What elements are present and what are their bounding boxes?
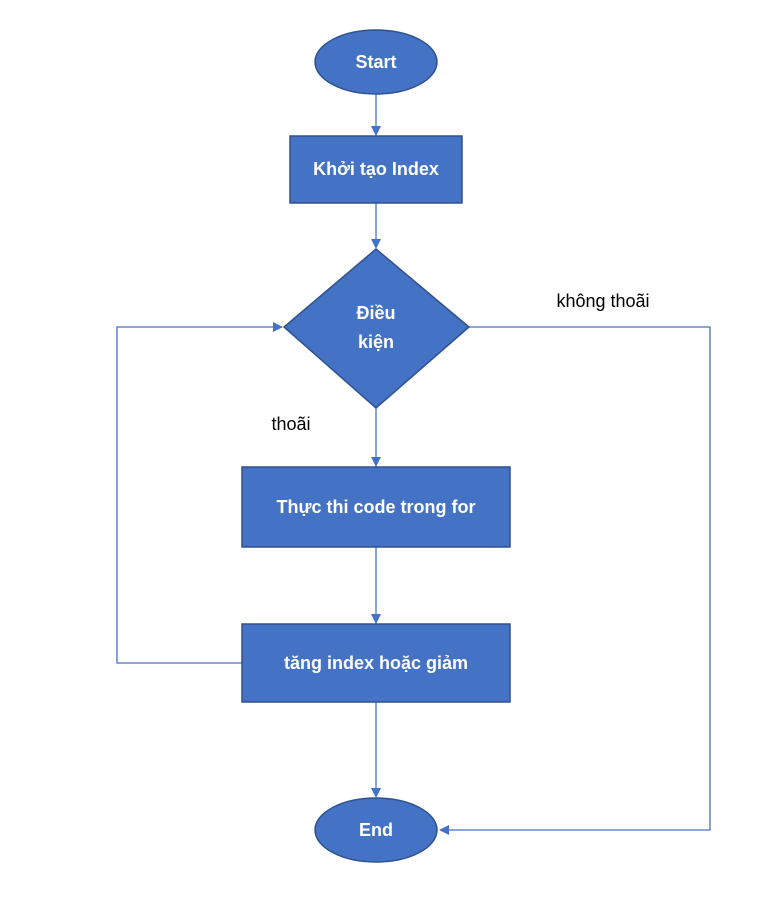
execute-code-node-label: Thực thi code trong for xyxy=(276,497,475,517)
update-index-node-label: tăng index hoặc giảm xyxy=(284,653,468,673)
init-index-node xyxy=(289,135,463,204)
condition-node-label-line1: Điều xyxy=(356,303,395,323)
end-node xyxy=(314,797,438,863)
arrow-condition-false-to-end xyxy=(439,326,711,835)
start-node xyxy=(314,29,438,95)
end-node-label: End xyxy=(359,820,393,840)
arrow-update-loop-back-to-condition xyxy=(116,322,283,664)
condition-node-label-line2: kiện xyxy=(358,332,394,352)
init-index-node-label: Khởi tạo Index xyxy=(313,159,439,179)
condition-false-edge-label: không thoãi xyxy=(556,291,649,311)
condition-decision-node xyxy=(282,248,471,409)
update-index-node xyxy=(241,623,511,703)
condition-true-edge-label: thoãi xyxy=(271,414,310,434)
start-node-label: Start xyxy=(355,52,396,72)
execute-code-node xyxy=(241,466,511,548)
